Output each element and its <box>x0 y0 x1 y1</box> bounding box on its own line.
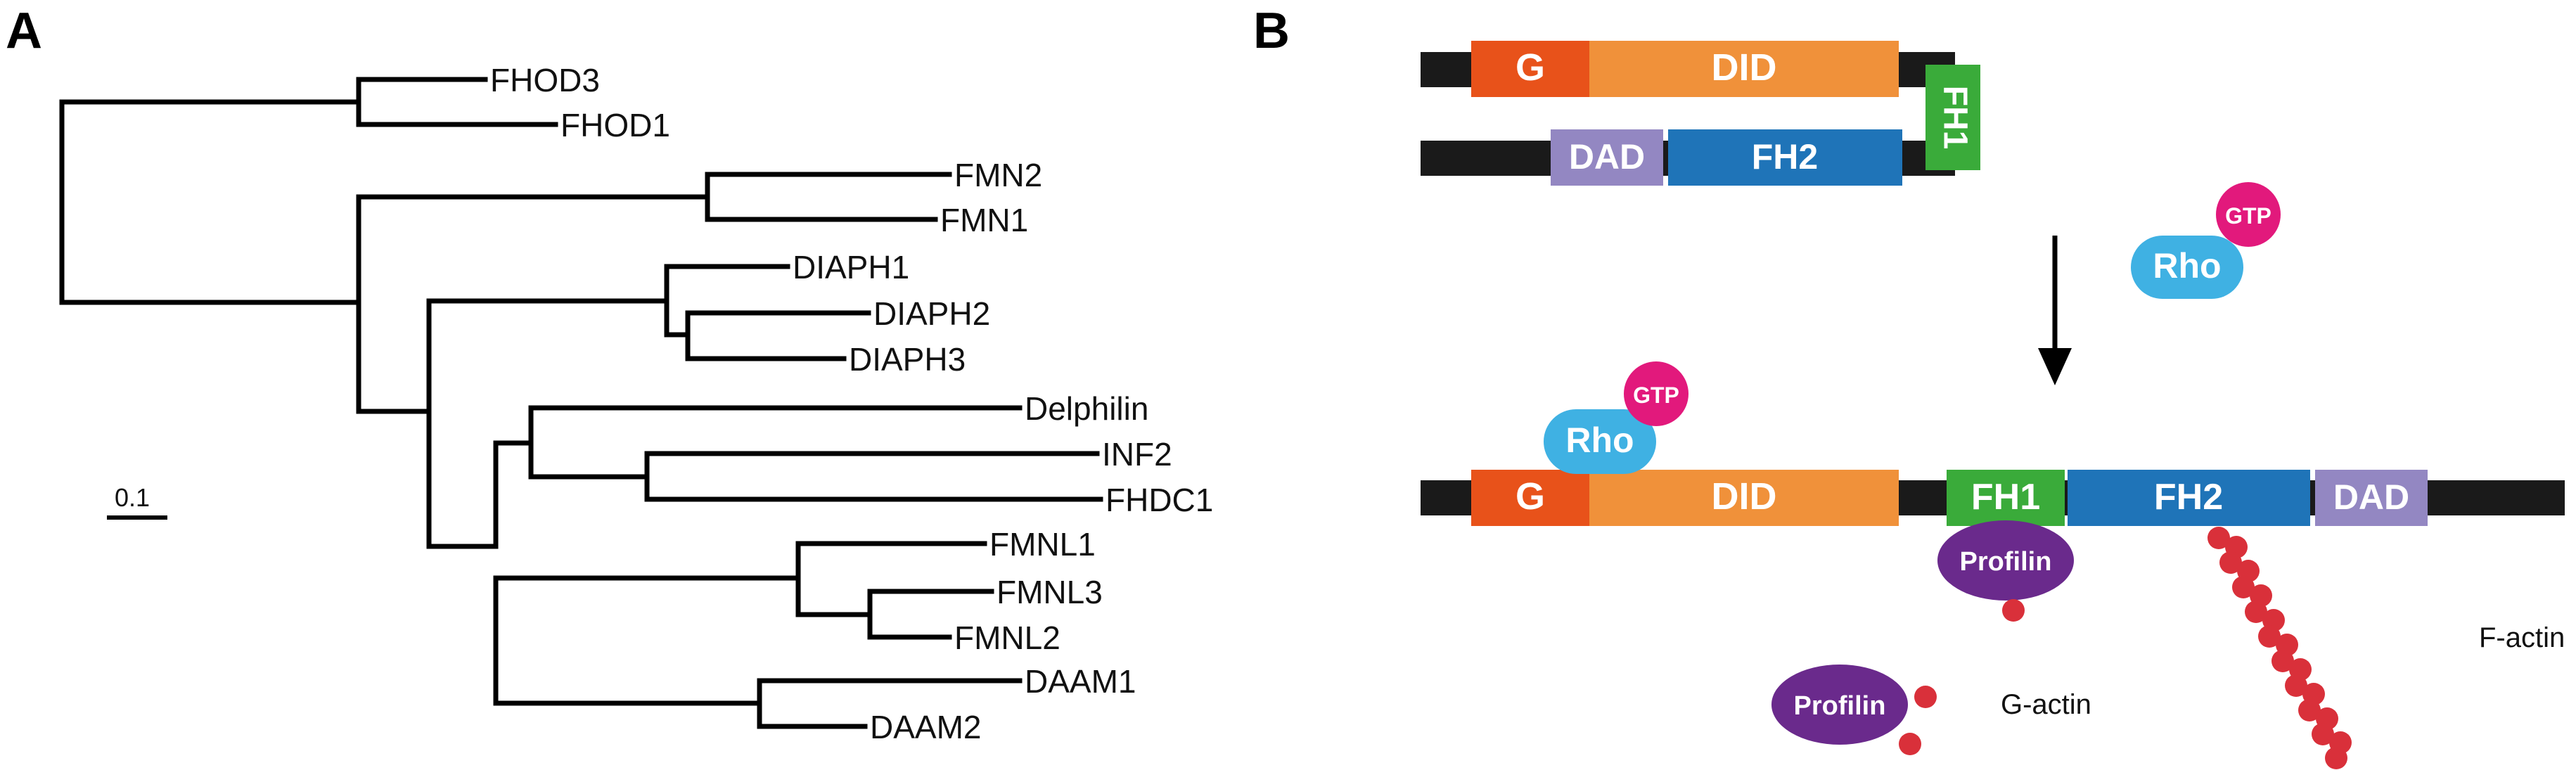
f-actin-subunit <box>2219 551 2242 574</box>
scale-bar: 0.1 <box>107 483 167 520</box>
profilin-bound: Profilin <box>1937 520 2074 622</box>
did-domain-active-label: DID <box>1712 475 1777 518</box>
leaf-label: Delphilin <box>1025 390 1148 427</box>
profilin-label-free: Profilin <box>1794 691 1886 721</box>
leaf-label: FMNL1 <box>989 526 1096 563</box>
phylogenetic-tree <box>59 77 1103 729</box>
g-actin-label: G-actin <box>2001 689 2091 720</box>
tree-branch-delphilin <box>528 405 1103 502</box>
fh2-domain-active <box>2068 470 2310 526</box>
tree-branch-fhod <box>356 77 558 127</box>
leaf-label: FHOD1 <box>560 107 670 143</box>
fh1-domain-top-label: FH1 <box>1936 86 1973 150</box>
f-actin-subunit <box>2245 601 2267 623</box>
f-actin-subunit <box>2312 723 2334 745</box>
g-actin-monomer <box>1899 733 1921 755</box>
g-domain-active <box>1471 470 1589 526</box>
activation-arrow <box>2038 236 2072 385</box>
leaf-label: FMN1 <box>940 202 1028 238</box>
g-domain-top <box>1471 41 1589 97</box>
autoinhibited-formin: G DID DAD FH2 FH1 <box>1421 41 1980 186</box>
active-formin: G DID FH1 FH2 DAD <box>1421 470 2565 526</box>
f-actin-subunit <box>2325 747 2347 769</box>
dad-domain-top <box>1551 129 1663 186</box>
f-actin-subunit <box>2207 527 2230 549</box>
fh2-domain-top <box>1668 129 1902 186</box>
dad-domain-active-label: DAD <box>2333 477 2409 517</box>
leaf-label: DIAPH2 <box>873 295 990 332</box>
f-actin-filament <box>2207 527 2352 769</box>
profilin-label-bound: Profilin <box>1960 547 2052 577</box>
did-domain-active <box>1589 470 1899 526</box>
profilin-ellipse-free <box>1771 665 1908 745</box>
fh1-domain-active-label: FH1 <box>1971 477 2040 518</box>
g-actin-monomer <box>2002 599 2025 622</box>
tree-branch-fmnl-daam <box>493 575 801 706</box>
did-domain-top <box>1589 41 1899 97</box>
leaf-label: FHOD3 <box>490 62 600 98</box>
f-actin-subunit <box>2285 674 2307 697</box>
leaf-label: DAAM1 <box>1025 663 1136 700</box>
leaf-label: DAAM2 <box>870 709 981 745</box>
fh1-domain-top <box>1925 65 1980 170</box>
g-domain-top-label: G <box>1516 46 1545 89</box>
f-actin-subunit <box>2298 699 2321 721</box>
rho-gtp-free: Rho GTP <box>2131 182 2281 299</box>
leaf-label: DIAPH3 <box>849 341 966 378</box>
tree-branch-main <box>356 194 710 414</box>
gtp-label-free: GTP <box>2225 203 2271 229</box>
g-domain-active-label: G <box>1516 475 1545 518</box>
panel-a: A FHOD3 FHOD1 <box>6 3 1213 745</box>
gtp-circle-bound <box>1624 361 1689 426</box>
profilin-ellipse-bound <box>1937 520 2074 601</box>
rho-label-free: Rho <box>2153 246 2221 285</box>
f-actin-label: F-actin <box>2479 622 2565 653</box>
tree-branch-diaph <box>664 264 871 361</box>
gtp-label-bound: GTP <box>1633 383 1679 408</box>
tree-branch-connector <box>493 440 534 549</box>
leaf-label: FMN2 <box>954 157 1042 193</box>
fh1-domain-active <box>1947 470 2065 526</box>
free-profilin-g-actin: Profilin G-actin <box>1771 665 2091 755</box>
leaf-label: INF2 <box>1102 436 1172 473</box>
dad-domain-top-label: DAD <box>1569 137 1645 177</box>
fh2-domain-top-label: FH2 <box>1752 137 1818 177</box>
leaf-label: FHDC1 <box>1106 482 1213 518</box>
panel-b: B G DID DAD FH2 FH1 Rho GTP <box>1253 3 2565 769</box>
fh2-domain-active-label: FH2 <box>2154 477 2223 518</box>
panel-a-letter: A <box>6 3 42 59</box>
rho-pill-free <box>2131 236 2243 299</box>
rho-pill-bound <box>1544 409 1656 474</box>
did-domain-top-label: DID <box>1712 46 1777 89</box>
leaf-label: DIAPH1 <box>793 249 909 285</box>
gtp-circle-free <box>2216 182 2281 247</box>
panel-b-letter: B <box>1253 3 1290 59</box>
tree-branch-fmnl <box>795 541 994 640</box>
g-actin-monomer <box>1914 686 1937 708</box>
scale-bar-label: 0.1 <box>115 483 150 512</box>
leaf-label: FMNL3 <box>997 574 1103 610</box>
rho-label-bound: Rho <box>1565 421 1634 460</box>
tree-branch-rest <box>426 298 669 549</box>
f-actin-subunit <box>2232 576 2255 598</box>
f-actin-subunit <box>2271 650 2294 672</box>
leaf-label: FMNL2 <box>954 620 1060 656</box>
arrow-head <box>2038 348 2072 385</box>
tree-leaf-labels: FHOD3 FHOD1 FMN2 FMN1 DIAPH1 DIAPH2 DIAP… <box>490 62 1213 745</box>
rho-gtp-bound: Rho GTP <box>1544 361 1689 474</box>
f-actin-subunit <box>2258 625 2281 648</box>
tree-branch-daam <box>757 678 1023 729</box>
dad-domain-active <box>2315 470 2428 526</box>
tree-branch-fmn <box>705 172 952 222</box>
